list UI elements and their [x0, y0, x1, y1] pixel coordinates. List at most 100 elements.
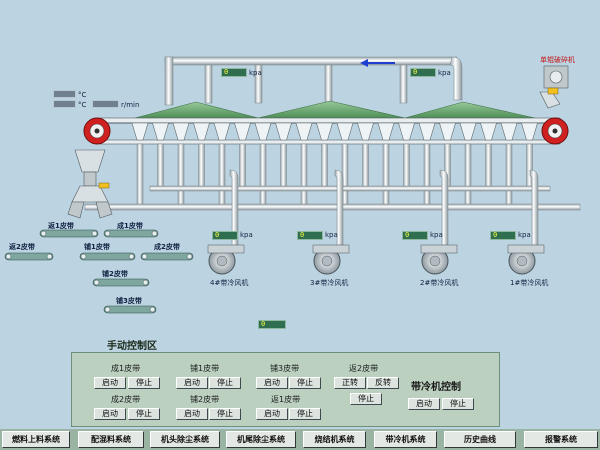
- vertical-pipe: [300, 143, 308, 207]
- fu3-start-button[interactable]: 启动: [256, 377, 288, 389]
- cooler-control-title: 带冷机控制: [411, 382, 461, 393]
- nav-fuel-feeding[interactable]: 燃料上料系统: [2, 431, 70, 448]
- bottom-navigation-bar: 燃料上料系统 配混料系统 机头除尘系统 机尾除尘系统 烧结机系统 带冷机系统 历…: [0, 429, 600, 450]
- belt-label-fan1: 返1皮带: [48, 222, 74, 230]
- manual-control-title: 手动控制区: [107, 341, 157, 352]
- belt-conveyor: [140, 252, 194, 261]
- fu3-stop-button[interactable]: 停止: [289, 377, 321, 389]
- cheng2-stop-button[interactable]: 停止: [128, 408, 160, 420]
- fu1-stop-button[interactable]: 停止: [209, 377, 241, 389]
- nav-alarm[interactable]: 报警系统: [524, 431, 598, 448]
- cooler-start-button[interactable]: 启动: [408, 398, 440, 410]
- fan1-start-button[interactable]: 启动: [256, 408, 288, 420]
- crusher[interactable]: [539, 65, 569, 109]
- fan2-stop-button[interactable]: 停止: [350, 393, 382, 405]
- hopper: [295, 122, 313, 141]
- top-header-pipe-branch-3: [324, 64, 333, 104]
- belt-pulley: [5, 253, 12, 260]
- fan3-pressure-unit: kpa: [325, 231, 338, 239]
- fan1-label: 1#带冷风机: [510, 279, 549, 287]
- cooler-belt-bottom: [99, 139, 561, 145]
- flow-arrow-head: [360, 59, 368, 67]
- belt-pulley: [93, 279, 100, 286]
- bottom-value: 0: [261, 320, 266, 328]
- group-label-fan1: 返1皮带: [271, 395, 301, 404]
- fu1-start-button[interactable]: 启动: [176, 377, 208, 389]
- belt-pulley: [151, 230, 158, 237]
- lower-header-pipe: [84, 203, 581, 211]
- head-wheel: [83, 117, 111, 145]
- hopper: [275, 122, 292, 141]
- fu2-stop-button[interactable]: 停止: [209, 408, 241, 420]
- fu2-start-button[interactable]: 启动: [176, 408, 208, 420]
- belt-pulley: [104, 230, 111, 237]
- fan2-pressure-display: 0: [402, 231, 428, 240]
- cheng1-stop-button[interactable]: 停止: [128, 377, 160, 389]
- nav-sintering[interactable]: 烧结机系统: [303, 431, 366, 448]
- hopper: [234, 122, 251, 141]
- fan-2[interactable]: [420, 244, 458, 275]
- hopper: [398, 122, 415, 141]
- fan1-pressure-display: 0: [490, 231, 516, 240]
- hopper: [152, 122, 169, 141]
- vertical-pipe: [382, 143, 390, 207]
- nav-mixing[interactable]: 配混料系统: [78, 431, 144, 448]
- hopper: [500, 122, 518, 141]
- main-pressure-right-unit: kpa: [438, 69, 451, 77]
- hood-2: [257, 100, 406, 119]
- hopper: [418, 122, 436, 141]
- nav-cooler[interactable]: 带冷机系统: [374, 431, 437, 448]
- belt-pulley: [142, 279, 149, 286]
- vertical-pipe: [362, 143, 369, 191]
- fan3-pressure-value: 0: [300, 231, 305, 239]
- tail-wheel: [541, 117, 569, 145]
- belt-label-fu3: 铺3皮带: [116, 297, 142, 305]
- top-header-pipe-branch-2: [254, 64, 263, 104]
- fan4-pressure-display: 0: [212, 231, 238, 240]
- fan-duct-row-1: [149, 185, 551, 192]
- fan2-label: 2#带冷风机: [420, 279, 459, 287]
- fan3-label: 3#带冷风机: [310, 279, 349, 287]
- belt-pulley: [80, 253, 87, 260]
- hopper: [131, 122, 149, 141]
- temp-unit-2: °C: [78, 101, 87, 109]
- vertical-pipe: [177, 143, 185, 207]
- group-label-fu1: 铺1皮带: [190, 364, 220, 373]
- fan4-pressure-value: 0: [215, 231, 220, 239]
- cooler-stop-button[interactable]: 停止: [442, 398, 474, 410]
- temp-unit-1: °C: [78, 91, 87, 99]
- belt-conveyor: [79, 252, 136, 261]
- vertical-pipe-row: [136, 143, 533, 207]
- hopper: [213, 122, 231, 141]
- vertical-pipe: [321, 143, 328, 191]
- feed-hopper: [67, 149, 113, 219]
- hopper: [459, 122, 477, 141]
- fan2-reverse-button[interactable]: 反转: [367, 377, 399, 389]
- fan-4[interactable]: [207, 244, 245, 275]
- fan4-label: 4#带冷风机: [210, 279, 249, 287]
- nav-history-curves[interactable]: 历史曲线: [444, 431, 516, 448]
- belt-pulley: [141, 253, 148, 260]
- fan-3[interactable]: [312, 244, 350, 275]
- vertical-pipe: [485, 143, 492, 191]
- crusher-label: 单辊破碎机: [540, 56, 575, 64]
- nav-tail-dust-removal[interactable]: 机尾除尘系统: [226, 431, 296, 448]
- belt-conveyor: [4, 252, 54, 261]
- vertical-pipe: [259, 143, 267, 207]
- fan2-forward-button[interactable]: 正转: [334, 377, 366, 389]
- vertical-pipe: [157, 143, 164, 191]
- group-label-fu3: 铺3皮带: [270, 364, 300, 373]
- cheng2-start-button[interactable]: 启动: [94, 408, 126, 420]
- vertical-pipe: [198, 143, 205, 191]
- cheng1-start-button[interactable]: 启动: [94, 377, 126, 389]
- belt-label-cheng1: 成1皮带: [117, 222, 143, 230]
- vertical-pipe: [403, 143, 410, 191]
- belt-conveyor: [103, 229, 159, 238]
- group-label-fu2: 铺2皮带: [190, 395, 220, 404]
- belt-pulley: [186, 253, 193, 260]
- belt-label-fu2: 铺2皮带: [102, 270, 128, 278]
- fan1-stop-button[interactable]: 停止: [289, 408, 321, 420]
- fan-1[interactable]: [507, 244, 545, 275]
- nav-head-dust-removal[interactable]: 机头除尘系统: [150, 431, 220, 448]
